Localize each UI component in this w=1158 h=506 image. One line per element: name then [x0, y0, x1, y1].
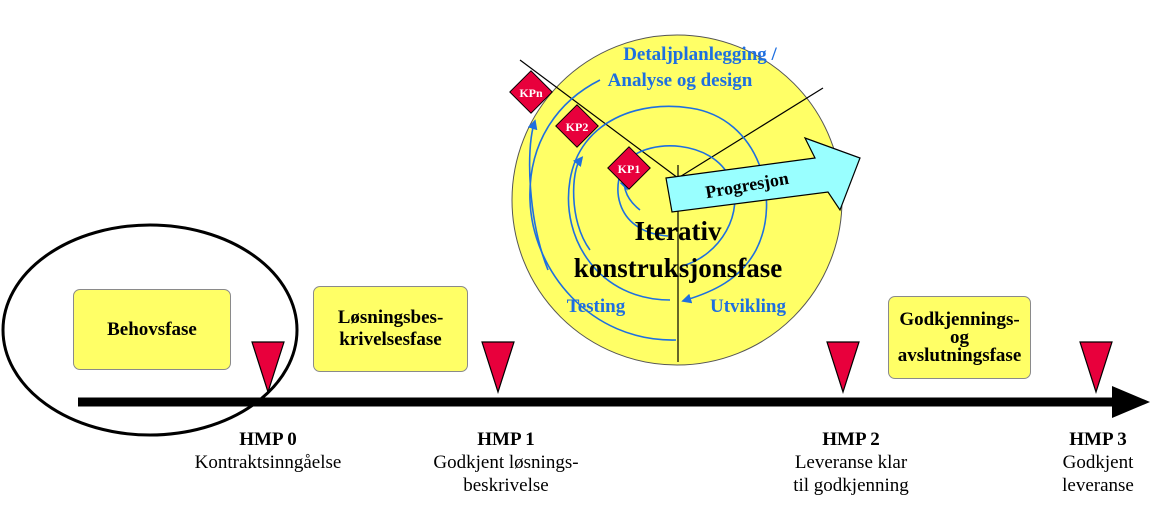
- milestone-hmp2-desc: Leveranse klar til godkjenning: [793, 452, 909, 496]
- milestone-marker-hmp0: [251, 341, 285, 394]
- milestone-hmp3: HMP 3 Godkjent leveranse: [998, 428, 1158, 497]
- spiral-diagonal-axis: [677, 87, 824, 179]
- milestone-hmp3-title: HMP 3: [1069, 429, 1127, 450]
- milestone-hmp3-desc: Godkjent leveranse: [1062, 452, 1134, 496]
- checkpoint-kpn: KPn: [509, 70, 553, 114]
- spiral-loops: [527, 79, 768, 341]
- spiral-center-line1: Iterativ: [635, 216, 722, 246]
- checkpoint-kp2-label: KP2: [566, 120, 589, 134]
- milestone-hmp1: HMP 1 Godkjent løsnings- beskrivelse: [406, 428, 606, 497]
- phase-godkjenning-avslutning: Godkjennings- og avslutningsfase: [888, 296, 1031, 379]
- spiral-utvikling: Utvikling: [710, 296, 787, 317]
- progress-arrow: [665, 136, 861, 213]
- milestone-hmp2: HMP 2 Leveranse klar til godkjenning: [751, 428, 951, 497]
- checkpoint-kp2: KP2: [555, 104, 599, 148]
- milestone-hmp1-desc: Godkjent løsnings- beskrivelse: [433, 452, 579, 496]
- milestone-hmp0: HMP 0 Kontraktsinngåelse: [168, 428, 368, 474]
- spiral-center-line2: konstruksjonsfase: [574, 253, 783, 283]
- milestone-hmp0-desc: Kontraktsinngåelse: [194, 452, 342, 473]
- highlight-ellipse: [1, 223, 299, 437]
- spiral-testing: Testing: [567, 296, 626, 317]
- milestone-marker-hmp2: [826, 341, 860, 394]
- milestone-marker-hmp3: [1079, 341, 1113, 394]
- phase-losningsbeskrivelse: Løsningsbes- krivelsesfase: [313, 286, 468, 372]
- checkpoint-axis: [519, 59, 679, 179]
- milestone-hmp2-title: HMP 2: [822, 429, 880, 450]
- milestone-marker-hmp1: [481, 341, 515, 394]
- phase-behovsfase: Behovsfase: [73, 289, 231, 370]
- checkpoint-kpn-label: KPn: [519, 86, 543, 100]
- spiral-top-line1: Detaljplanlegging /: [623, 44, 777, 65]
- milestone-hmp0-title: HMP 0: [239, 429, 297, 450]
- timeline-arrowhead: [1112, 386, 1150, 418]
- spiral-top-line2: Analyse og design: [608, 70, 753, 91]
- milestone-hmp1-title: HMP 1: [477, 429, 535, 450]
- checkpoint-kp1-label: KP1: [618, 162, 641, 176]
- checkpoint-kp1: KP1: [607, 146, 651, 190]
